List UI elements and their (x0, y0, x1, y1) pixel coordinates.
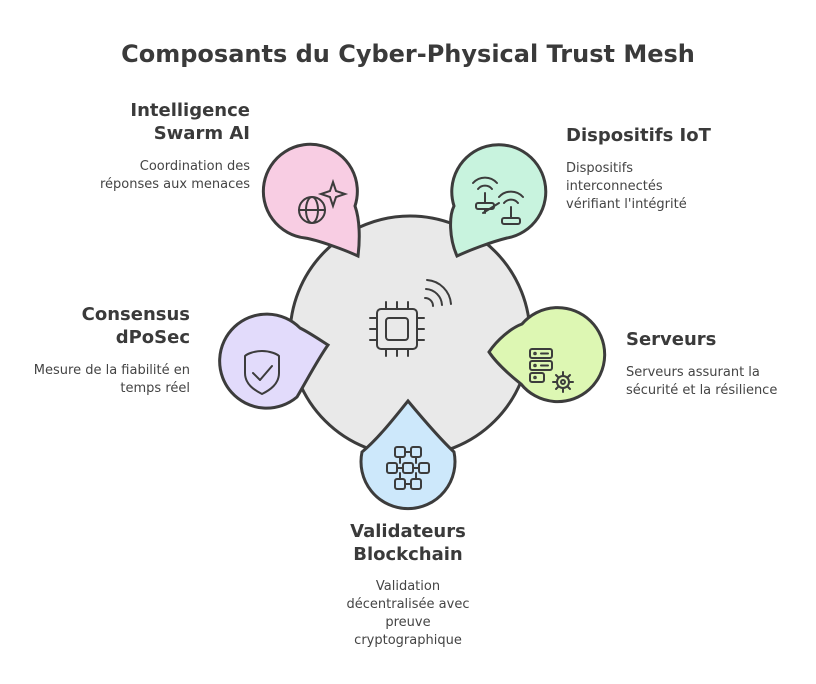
swarm-label-line-1: Intelligence (130, 100, 250, 121)
servers-label-line-1: Serveurs (626, 329, 717, 350)
iot-description: Dispositifs interconnectés vérifiant l'i… (566, 161, 687, 212)
wifi-devices-icon (472, 176, 524, 225)
iot-label: Dispositifs IoT (566, 124, 786, 147)
blockchain-label: Validateurs Blockchain (308, 520, 508, 566)
consensus-label: Consensus dPoSec (20, 303, 190, 349)
chip-signal-icon (369, 279, 452, 357)
consensus-label-line-2: dPoSec (115, 327, 190, 348)
blockchain-label-line-2: Blockchain (353, 544, 463, 565)
servers-node (487, 306, 607, 404)
iot-node (449, 143, 548, 258)
swarm-node (261, 142, 361, 259)
iot-label-line-1: Dispositifs IoT (566, 125, 711, 146)
consensus-label-line-1: Consensus (81, 304, 190, 325)
servers-label: Serveurs (626, 328, 796, 351)
shield-check-icon (244, 350, 280, 395)
blocks-network-icon (386, 446, 430, 490)
blockchain-description: Validation décentralisée avec preuve cry… (346, 579, 470, 648)
consensus-description: Mesure de la fiabilité en temps réel (33, 363, 190, 396)
server-gear-icon (529, 348, 574, 393)
swarm-description: Coordination des réponses aux menaces (100, 159, 250, 192)
swarm-label: Intelligence Swarm AI (50, 99, 250, 145)
diagram-title: Composants du Cyber-Physical Trust Mesh (121, 40, 695, 68)
servers-description: Serveurs assurant la sécurité et la rési… (626, 365, 778, 398)
swarm-label-line-2: Swarm AI (153, 123, 250, 144)
blockchain-node (359, 398, 457, 511)
consensus-node (218, 312, 331, 410)
globe-sparkle-icon (298, 178, 349, 224)
blockchain-label-line-1: Validateurs (350, 521, 466, 542)
